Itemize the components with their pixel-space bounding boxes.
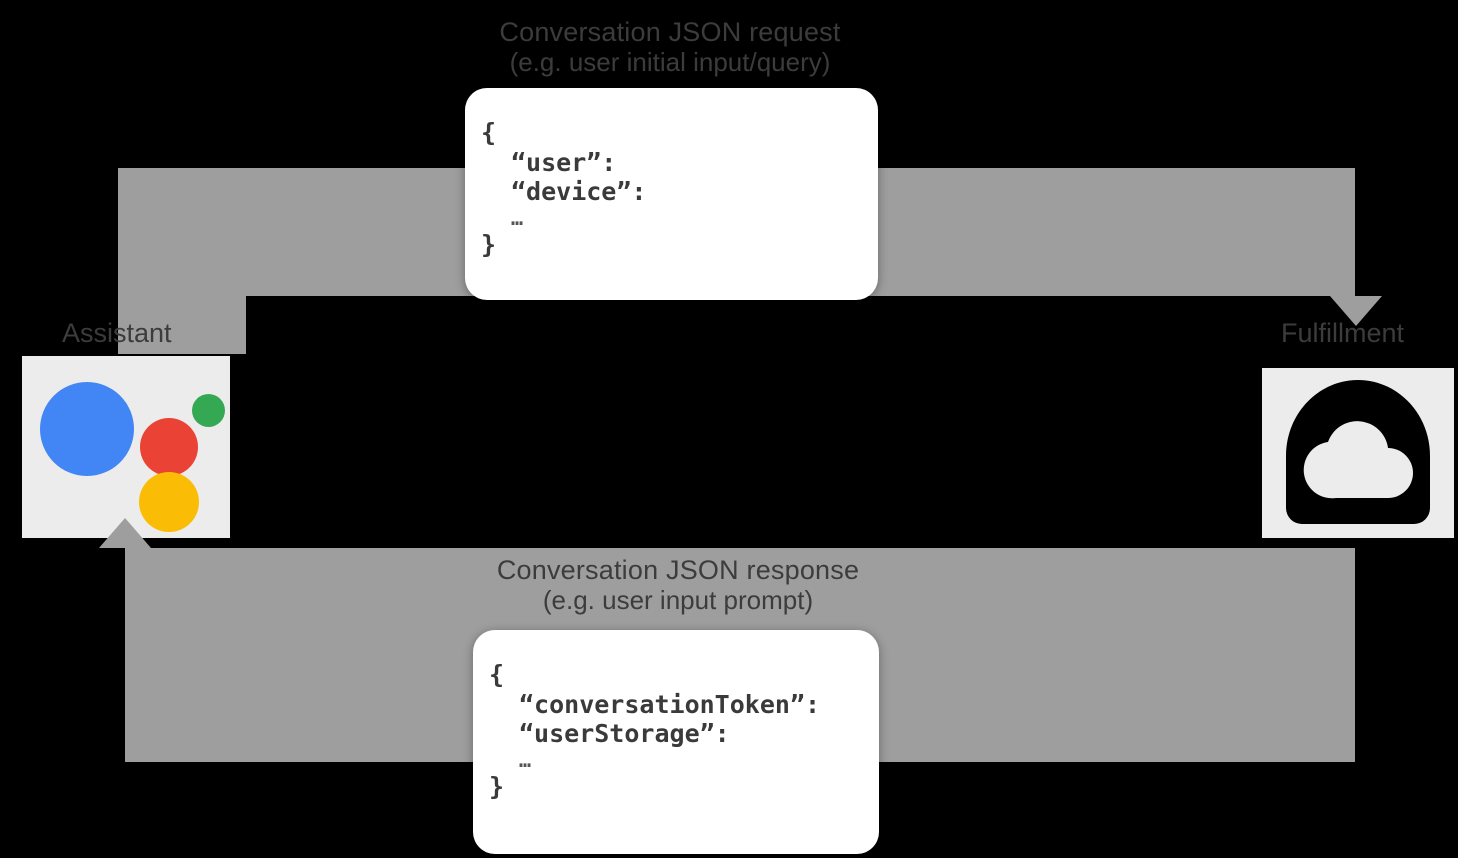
response-json-key-conversation-token: “conversationToken”: (519, 689, 821, 719)
response-json-close-brace: } (489, 772, 505, 802)
response-json-ellipsis: … (519, 747, 532, 772)
request-flow-label: Conversation JSON request (e.g. user ini… (0, 18, 1340, 77)
request-label-line1: Conversation JSON request (499, 17, 841, 47)
request-json-card: { “user”: “device”: … } (465, 88, 878, 300)
response-json-card: { “conversationToken”: “userStorage”: … … (473, 630, 879, 854)
response-json-open-brace: { (489, 660, 505, 689)
cloud-functions-icon (1286, 380, 1430, 524)
request-json-open-brace: { (481, 118, 497, 147)
assistant-node-tile[interactable] (22, 356, 230, 538)
request-json-ellipsis: … (511, 205, 524, 230)
fulfillment-node-label: Fulfillment (1281, 318, 1405, 348)
fulfillment-node-tile[interactable] (1262, 368, 1454, 538)
response-json-key-user-storage: “userStorage”: (519, 719, 730, 748)
request-arrow-head (1330, 296, 1382, 326)
request-json-close-brace: } (481, 230, 497, 260)
assistant-node-label: Assistant (62, 318, 172, 348)
assistant-blue-dot (40, 382, 134, 476)
request-json-key-device: “device”: (511, 177, 647, 206)
request-arrow-right-riser (1303, 168, 1355, 296)
request-label-line2: (e.g. user initial input/query) (509, 47, 831, 78)
request-arrow-left-riser (118, 168, 246, 354)
assistant-green-dot (192, 394, 225, 427)
response-arrow-head (99, 518, 151, 548)
request-json-key-user: “user”: (511, 147, 617, 177)
assistant-red-dot (140, 418, 198, 476)
